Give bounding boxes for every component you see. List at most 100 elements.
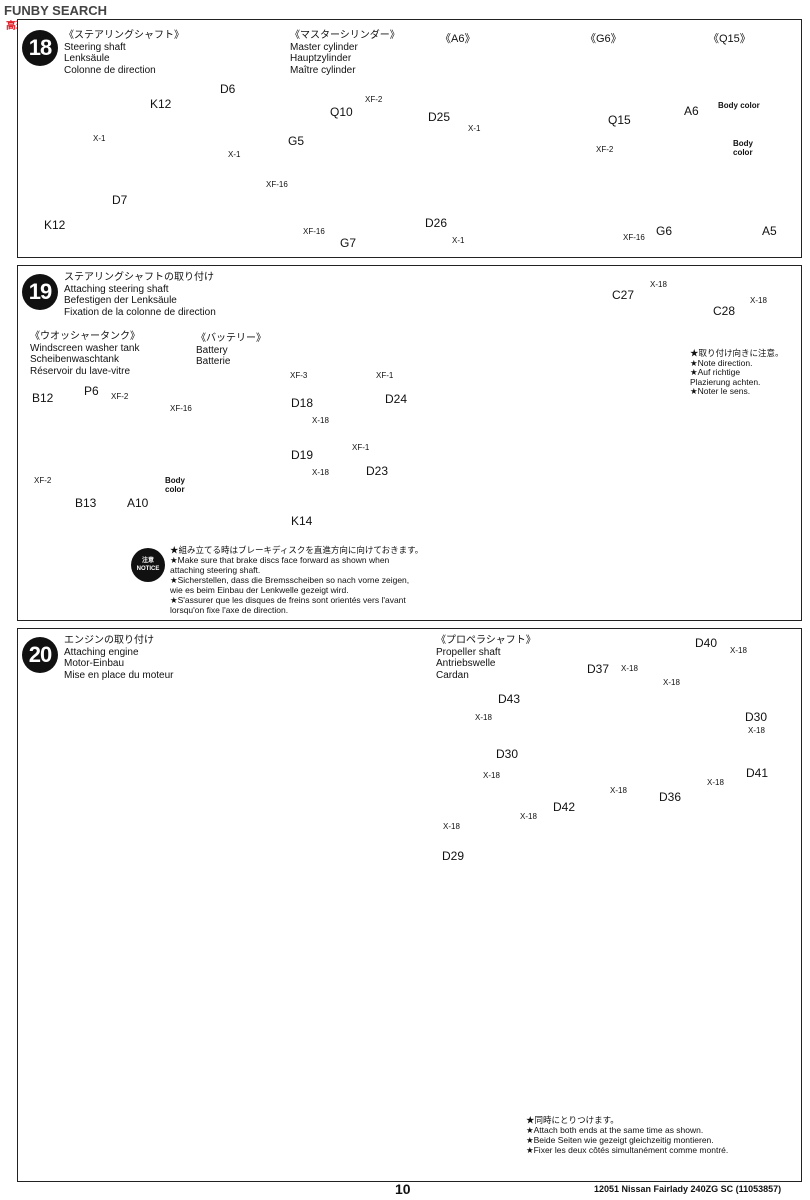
part-label-d25: D25	[428, 110, 451, 124]
part-label-g6: G6	[656, 224, 673, 238]
title-jp: 《プロペラシャフト》	[436, 635, 536, 646]
title-de: Lenksäule	[64, 53, 110, 64]
master-cylinder-title: 《マスターシリンダー》 Master cylinder Hauptzylinde…	[290, 30, 400, 76]
step-20-number: 20	[22, 637, 58, 673]
part-label-d43: D43	[498, 692, 521, 706]
part-label-q15-tag: 《Q15》	[708, 33, 751, 45]
part-label-d30-left: D30	[496, 747, 519, 761]
battery-title: 《バッテリー》 Battery Batterie	[196, 333, 266, 368]
title-en: Attaching engine	[64, 646, 139, 658]
part-label-a6-tag: 《A6》	[440, 33, 476, 45]
screw-label: X-1	[452, 236, 465, 245]
part-label-a6: A6	[684, 104, 699, 118]
screw-label: X-18	[663, 678, 680, 687]
screw-label: X-18	[650, 280, 667, 289]
direction-notes: ★取り付け向きに注意。 ★Note direction. ★Auf richti…	[690, 348, 784, 396]
title-de: Befestigen der Lenksäule	[64, 295, 177, 306]
screw-label: X-18	[475, 713, 492, 722]
part-label-d6: D6	[220, 82, 236, 96]
screw-label: XF-2	[596, 145, 614, 154]
part-label-d26: D26	[425, 216, 448, 230]
screw-label: XF-16	[170, 404, 192, 413]
title-jp: 《ステアリングシャフト》	[64, 30, 184, 41]
screw-label: X-1	[93, 134, 106, 143]
screw-label: XF-16	[266, 180, 288, 189]
screw-label: X-18	[707, 778, 724, 787]
step-20-panel	[17, 628, 802, 1182]
body-color-note: Body color	[718, 101, 760, 110]
screw-label: X-18	[312, 468, 329, 477]
propeller-shaft-title: 《プロペラシャフト》 Propeller shaft Antriebswelle…	[436, 635, 536, 681]
step-18-number: 18	[22, 30, 58, 66]
part-label-b12: B12	[32, 391, 54, 405]
notice-text: ★組み立てる時はブレーキディスクを直進方向に向けておきます。 ★Make sur…	[170, 545, 424, 615]
watermark-logo: FUNBY SEARCH	[4, 3, 107, 18]
part-label-d29: D29	[442, 849, 465, 863]
title-de: Motor-Einbau	[64, 658, 125, 669]
title-fr: Réservoir du lave-vitre	[30, 365, 131, 377]
screw-label: XF-2	[34, 476, 52, 485]
screw-label: X-18	[748, 726, 765, 735]
part-label-c27: C27	[612, 288, 635, 302]
screw-label: X-1	[228, 150, 241, 159]
part-label-d41: D41	[746, 766, 769, 780]
screw-label: XF-16	[303, 227, 325, 236]
screw-label: X-18	[730, 646, 747, 655]
screw-label: X-1	[468, 124, 481, 133]
part-label-k14: K14	[291, 514, 313, 528]
screw-label: X-18	[483, 771, 500, 780]
watermark-text: FUNBY SEARCH	[4, 3, 108, 18]
part-label-d18: D18	[291, 396, 314, 410]
part-label-q10: Q10	[330, 105, 353, 119]
part-label-p6: P6	[84, 384, 99, 398]
part-label-d37: D37	[587, 662, 610, 676]
washer-tank-title: 《ウオッシャータンク》 Windscreen washer tank Schei…	[30, 331, 140, 377]
screw-label: XF-16	[623, 233, 645, 242]
title-jp: 《バッテリー》	[196, 333, 266, 344]
step-20-title: エンジンの取り付け Attaching engine Motor-Einbau …	[64, 635, 174, 681]
title-en: Master cylinder	[290, 41, 358, 53]
screw-label: X-18	[312, 416, 329, 425]
title-fr: Colonne de direction	[64, 64, 156, 76]
screw-label: X-18	[443, 822, 460, 831]
part-label-d7: D7	[112, 193, 128, 207]
title-jp: 《マスターシリンダー》	[290, 30, 400, 41]
title-de: Antriebswelle	[436, 658, 496, 669]
part-label-b13: B13	[75, 496, 97, 510]
part-label-d23: D23	[366, 464, 389, 478]
screw-label: X-18	[520, 812, 537, 821]
title-fr: Cardan	[436, 669, 469, 681]
page-number: 10	[395, 1181, 411, 1197]
step-19-title: ステアリングシャフトの取り付け Attaching steering shaft…	[64, 272, 216, 318]
part-label-k12-lower: K12	[44, 218, 66, 232]
screw-label: X-18	[750, 296, 767, 305]
title-en: Windscreen washer tank	[30, 342, 140, 354]
screw-label: XF-2	[111, 392, 129, 401]
title-fr: Mise en place du moteur	[64, 669, 174, 681]
part-label-d19: D19	[291, 448, 314, 462]
part-label-g7: G7	[340, 236, 357, 250]
notice-badge: 注意 NOTICE	[131, 548, 165, 582]
screw-label: XF-2	[365, 95, 383, 104]
part-label-g6-tag: 《G6》	[585, 33, 622, 45]
screw-label: X-18	[621, 664, 638, 673]
screw-label: XF-1	[376, 371, 394, 380]
title-de: Hauptzylinder	[290, 53, 352, 64]
step-18-title: 《ステアリングシャフト》 Steering shaft Lenksäule Co…	[64, 30, 184, 76]
step-19-number: 19	[22, 274, 58, 310]
part-label-d36: D36	[659, 790, 682, 804]
title-en: Propeller shaft	[436, 646, 501, 658]
part-label-d40: D40	[695, 636, 718, 650]
part-label-q15: Q15	[608, 113, 631, 127]
product-code: 12051 Nissan Fairlady 240ZG SC (11053857…	[594, 1184, 782, 1194]
title-jp: 《ウオッシャータンク》	[30, 331, 140, 342]
title-fr: Fixation de la colonne de direction	[64, 306, 216, 318]
part-label-c28: C28	[713, 304, 736, 318]
part-label-g5: G5	[288, 134, 305, 148]
screw-label: X-18	[610, 786, 627, 795]
title-de: Scheibenwaschtank	[30, 354, 119, 365]
part-label-a10: A10	[127, 496, 149, 510]
part-label-d30-right: D30	[745, 710, 768, 724]
attach-both-ends-notes: ★同時にとりつけます。 ★Attach both ends at the sam…	[526, 1115, 729, 1155]
